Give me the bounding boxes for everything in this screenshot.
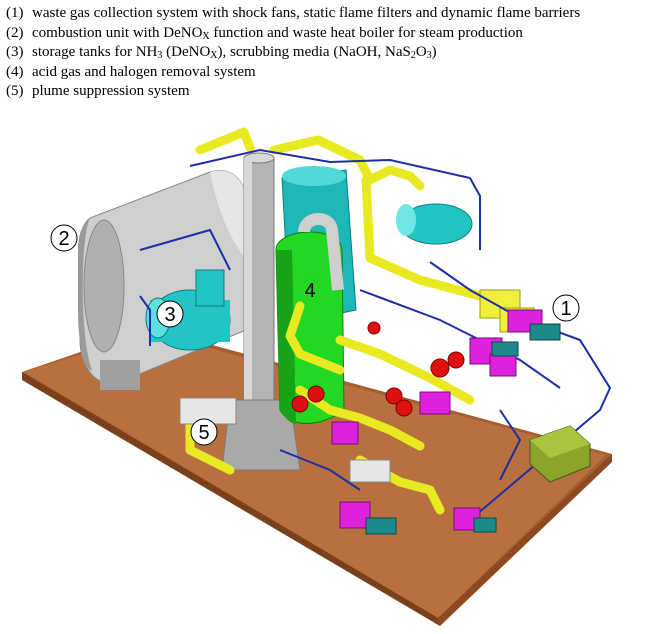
legend-subscript: X	[202, 30, 210, 42]
legend-text: waste gas collection system with shock f…	[32, 5, 581, 21]
legend-number: (3)	[6, 44, 24, 60]
base-platform-top	[24, 332, 606, 618]
callout-2-label: 2	[58, 228, 69, 250]
legend-subscript: 3	[426, 50, 432, 61]
callout-5: 5	[190, 418, 218, 446]
cyan-tank-right	[396, 203, 473, 245]
callout-2: 2	[50, 224, 78, 252]
legend-subscript: 2	[410, 50, 416, 61]
legend-text: ), scrubbing media (NaOH, NaS	[217, 44, 411, 60]
legend-text: function and waste heat boiler for steam…	[209, 24, 523, 41]
yellow-pipes	[185, 127, 505, 515]
legend-number: (2)	[6, 24, 24, 41]
legend-text: storage tanks for NH	[32, 44, 158, 60]
legend-item: (3)storage tanks for NH3 (DeNOX), scrubb…	[6, 43, 666, 63]
legend-text: acid gas and halogen removal system	[32, 63, 256, 80]
legend-number: (5)	[6, 83, 24, 99]
callout-3: 3	[156, 300, 184, 328]
legend-item: (5) plume suppression system	[6, 82, 666, 102]
callout-4: 4	[298, 278, 322, 302]
legend-text: plume suppression system	[32, 83, 190, 99]
base-platform-edge	[22, 372, 440, 626]
stack	[221, 152, 301, 471]
base-platform-edge-right	[438, 454, 612, 626]
legend-subscript: 3	[157, 50, 163, 61]
pump-motors	[365, 323, 561, 535]
callout-1: 1	[552, 294, 580, 322]
legend-item: (2) combustion unit with DeNOX function a…	[6, 24, 666, 44]
callout-1-label: 1	[560, 298, 571, 320]
legend-text: O	[415, 44, 427, 60]
legend-number: (1)	[6, 5, 24, 21]
legend-text: )	[431, 44, 437, 60]
callout-3-label: 3	[164, 304, 175, 326]
legend-text: combustion unit with DeNO	[32, 24, 203, 41]
legend-subscript: X	[210, 50, 218, 61]
callout-4-label: 4	[304, 280, 315, 302]
red-valves	[291, 321, 465, 417]
plant-illustration: 1 2 3 4 5	[22, 127, 612, 626]
legend-item: (1) waste gas collection system with shoc…	[6, 4, 666, 24]
callout-5-label: 5	[198, 422, 209, 444]
legend-number: (4)	[6, 63, 24, 80]
legend-item: (4) acid gas and halogen removal system	[6, 63, 666, 83]
legend-text: (DeNO	[162, 44, 211, 60]
control-module	[529, 425, 591, 483]
legend-list: (1) waste gas collection system with shoc…	[6, 4, 666, 102]
